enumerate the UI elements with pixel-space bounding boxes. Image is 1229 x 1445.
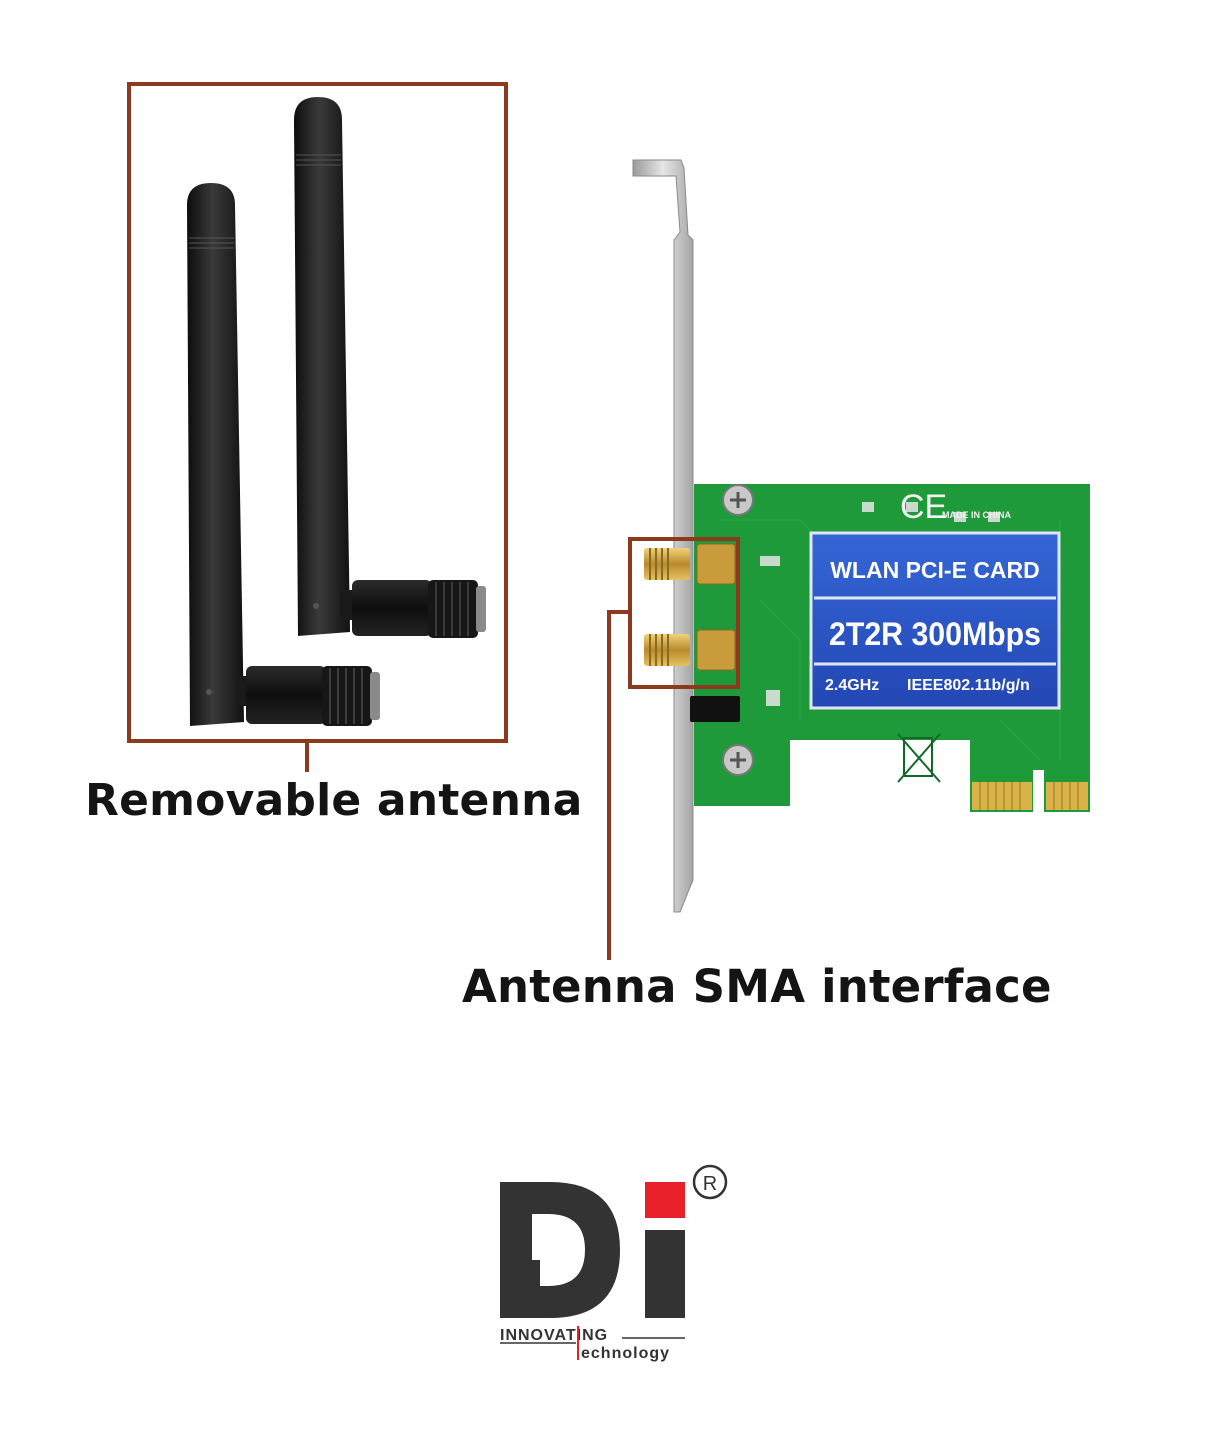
- registered-mark-icon: [692, 1164, 728, 1200]
- removable-antenna-label: Removable antenna: [85, 775, 583, 826]
- sma-connector-top: [644, 543, 736, 585]
- short-antenna: [187, 183, 380, 726]
- sticker-band: 2.4GHz: [825, 677, 879, 694]
- logo-i-dot: [645, 1182, 685, 1218]
- logo-i-stem: [645, 1230, 685, 1318]
- sma-interface-label: Antenna SMA interface: [462, 960, 1052, 1013]
- antenna-callout-frame: [127, 82, 508, 743]
- tagline-bottom: echnology: [581, 1345, 670, 1362]
- screw-top: [722, 484, 754, 516]
- sticker-title: WLAN PCI-E CARD: [830, 557, 1040, 583]
- metal-bracket: [632, 159, 694, 913]
- sma-connector-bottom: [644, 629, 736, 671]
- brand-logo: R INNOVATING echnology: [500, 1164, 728, 1362]
- sticker-model: 2T2R 300Mbps: [829, 616, 1041, 652]
- registered-mark-letter: R: [703, 1173, 717, 1195]
- screw-bottom: [722, 744, 754, 776]
- gold-fingers: [972, 782, 1088, 810]
- tagline-top: INNOVATING: [500, 1327, 608, 1344]
- spec-sticker: [809, 531, 1061, 710]
- made-in-label: MADE IN CHINA: [942, 510, 1011, 520]
- jumper-header: [690, 696, 740, 722]
- tall-antenna: [294, 97, 486, 638]
- sticker-standard: IEEE802.11b/g/n: [907, 677, 1030, 694]
- pcie-card: [632, 159, 1090, 913]
- sma-callout-leader: [607, 610, 630, 960]
- recycle-bin-icon: [897, 733, 941, 783]
- ce-mark: CE: [900, 488, 947, 526]
